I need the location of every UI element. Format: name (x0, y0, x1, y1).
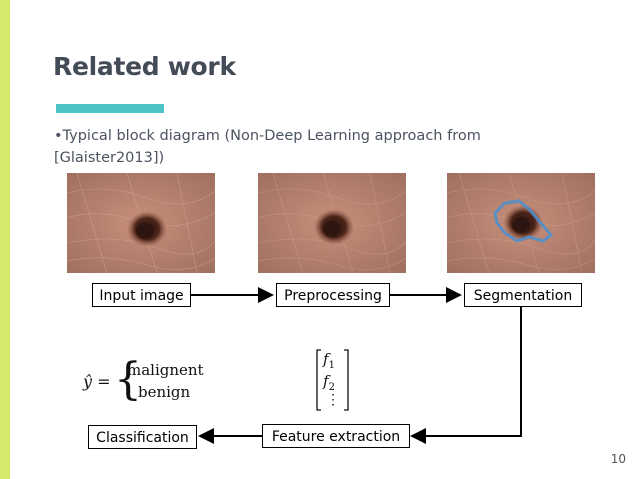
feature-vector-brackets (316, 349, 349, 411)
feature-f1: f1 (323, 350, 335, 371)
input-lesion-image (67, 173, 215, 273)
feature-f2: f2 (323, 372, 335, 393)
equation-brace: { (114, 354, 142, 405)
classification-box: Classification (88, 425, 197, 449)
segmented-lesion-image (447, 173, 595, 273)
equation-case-malignent: malignent (127, 361, 204, 379)
equation-case-benign: benign (138, 383, 191, 401)
title-underline-bar (56, 104, 164, 113)
preprocessed-lesion-image (258, 173, 406, 273)
segmentation-box: Segmentation (464, 283, 582, 307)
left-accent-stripe (0, 0, 10, 479)
feature-extraction-box: Feature extraction (262, 424, 410, 448)
feature-ellipsis: ⋮ (326, 392, 340, 408)
input-image-box: Input image (92, 283, 191, 307)
arrow-segmentation-to-feature (410, 307, 522, 444)
bullet-text: •Typical block diagram (Non-Deep Learnin… (54, 128, 481, 166)
page-number: 10 (610, 452, 626, 466)
slide-title: Related work (53, 52, 236, 81)
equation-lhs: ŷ = (83, 372, 111, 391)
preprocessing-box: Preprocessing (276, 283, 390, 307)
